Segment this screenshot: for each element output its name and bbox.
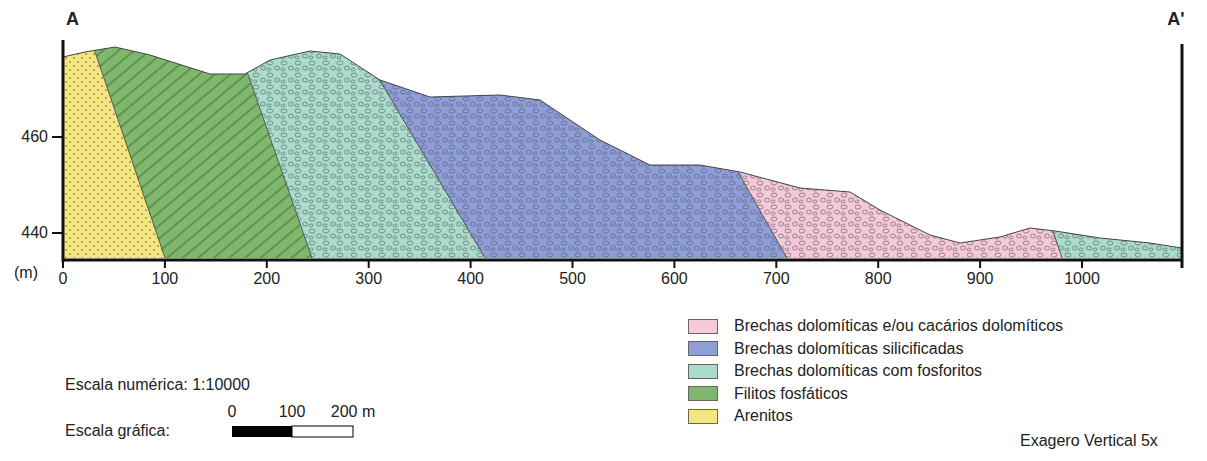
- axis-value: 100: [152, 270, 179, 288]
- scale-value: 200 m: [331, 403, 375, 421]
- axis-tick: [368, 260, 370, 268]
- axis-value: 400: [457, 270, 484, 288]
- legend-text: Brechas dolomíticas com fosforitos: [734, 362, 982, 380]
- axis-tick: [1081, 260, 1083, 268]
- legend-swatch: [688, 319, 718, 334]
- legend-swatch: [688, 364, 718, 379]
- axis-value: 440: [21, 224, 48, 242]
- axis-tick: [470, 260, 472, 268]
- section-end: A: [66, 10, 79, 30]
- scale-note: Escala numérica: 1:10000: [65, 376, 250, 394]
- axis-value: 200: [253, 270, 280, 288]
- section-end: A': [1167, 10, 1184, 30]
- axis-value: 460: [21, 128, 48, 146]
- axis-tick: [877, 260, 879, 268]
- legend-swatch: [688, 386, 718, 401]
- axis-tick: [62, 260, 64, 268]
- scale-value: 0: [228, 403, 237, 421]
- axis-value: 800: [865, 270, 892, 288]
- axis-value: 900: [967, 270, 994, 288]
- axis-tick: [979, 260, 981, 268]
- exaggeration-note: Exagero Vertical 5x: [1020, 432, 1158, 450]
- axis-value: 600: [661, 270, 688, 288]
- axis-unit: (m): [14, 264, 38, 282]
- legend-swatch: [688, 341, 718, 356]
- axis-tick: [572, 260, 574, 268]
- legend-text: Filitos fosfáticos: [734, 385, 848, 403]
- axis-value: 0: [59, 270, 68, 288]
- axis-tick: [775, 260, 777, 268]
- scale-note: Escala gráfica:: [65, 422, 170, 440]
- axis-value: 500: [559, 270, 586, 288]
- legend-text: Arenitos: [734, 407, 793, 425]
- axis-tick: [164, 260, 166, 268]
- legend-text: Brechas dolomíticas e/ou cacários dolomí…: [734, 317, 1063, 335]
- scale-value: 100: [279, 403, 306, 421]
- legend-text: Brechas dolomíticas silicificadas: [734, 340, 963, 358]
- axis-tick: [266, 260, 268, 268]
- axis-tick: [673, 260, 675, 268]
- axis-value: 300: [355, 270, 382, 288]
- legend-swatch: [688, 409, 718, 424]
- axis-value: 700: [763, 270, 790, 288]
- axis-value: 1000: [1064, 270, 1100, 288]
